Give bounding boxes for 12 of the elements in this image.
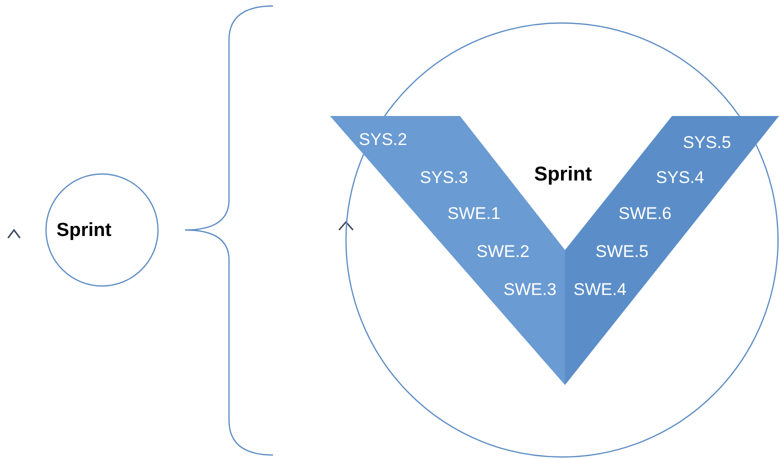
process-label: SYS.2 — [358, 130, 408, 150]
sprint-label: Sprint — [56, 220, 112, 242]
process-label: SWE.4 — [574, 280, 626, 300]
process-label: SWE.2 — [476, 242, 530, 262]
process-label: SWE.6 — [618, 204, 672, 224]
process-label: SWE.1 — [448, 204, 500, 224]
process-label: SWE.3 — [504, 280, 556, 300]
process-label: SYS.3 — [420, 168, 468, 188]
sprint-label: Sprint — [534, 164, 592, 186]
process-label: SYS.4 — [656, 168, 704, 188]
process-label: SYS.5 — [682, 133, 732, 153]
process-label: SWE.5 — [596, 242, 648, 262]
